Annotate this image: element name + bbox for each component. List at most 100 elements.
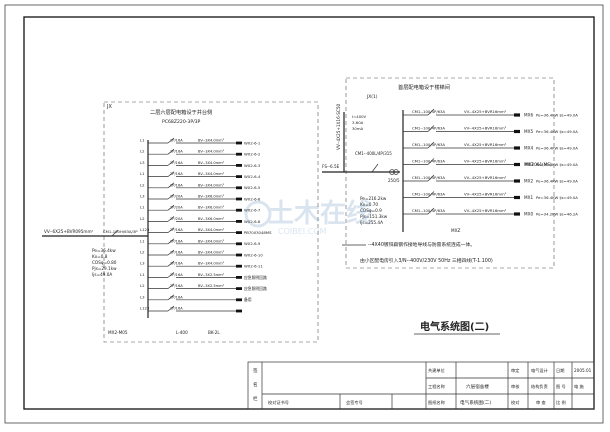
breaker-rating: 2P/16A xyxy=(170,239,183,243)
terminal-mark xyxy=(514,212,520,216)
terminal-mark xyxy=(514,195,520,200)
right-feeder-label: FS--6.5E xyxy=(322,164,340,169)
breaker-rating: 2P/16A xyxy=(170,307,183,311)
circuit-id: 备用 xyxy=(244,297,252,302)
title-block: 签 名 栏 共建单位 工程名称 图纸名称 六层宿舍楼 电气系统图(二) 审定 审… xyxy=(247,361,595,410)
load-value: Pe=36.4KW Ijs=49.0A xyxy=(536,129,578,134)
circuit-id: MX4 xyxy=(524,146,533,151)
tb-project: 六层宿舍楼 xyxy=(466,383,489,390)
terminal-mark xyxy=(236,197,242,201)
load-value: Pe=36.4KW Ijs=49.0A xyxy=(536,162,578,167)
watermark-text: 土木在线 xyxy=(268,199,372,229)
breaker-rating: CM1--100/4P/63A xyxy=(412,175,445,180)
tb-label: 校对证书号 xyxy=(268,399,289,406)
breaker-rating: CM1--100/4P/63A xyxy=(412,142,445,147)
breaker-rating: CM1--100/4P/63A xyxy=(412,192,445,197)
right-supply-param: 30mA xyxy=(352,126,364,131)
tb-sheet-no: 电 施 xyxy=(574,383,585,390)
cable-spec: VV--4X25+BVR16mm² xyxy=(464,192,507,197)
cable-spec: BV--3X6.0mm² xyxy=(198,206,225,210)
right-supply-cable: VV--4X25+1X16-SC50 xyxy=(336,104,341,150)
tb-label: 日期 xyxy=(556,368,564,374)
right-box-label: MXZ xyxy=(451,228,460,233)
tb-label: 工程名称 xyxy=(428,383,445,390)
tb-label: 校对 xyxy=(511,399,519,406)
terminal-mark xyxy=(236,298,242,302)
left-circuit-row: L123 2P/16A BV--3X4.0mm² PB7003048MS xyxy=(140,227,272,235)
phase-label: L1 xyxy=(140,272,145,277)
tb-date: 2005.01 xyxy=(574,368,592,373)
terminal-mark xyxy=(236,287,242,290)
phase-label: L1 xyxy=(140,205,145,210)
grounding-note: --4X40镀锌扁钢作接地导线与防雷系统连成一体。 xyxy=(368,241,475,248)
left-param: Kx=0.8 xyxy=(92,254,108,259)
tb-label: 电气设计 xyxy=(531,367,548,374)
terminal-mark xyxy=(236,309,242,313)
cable-spec: BV--3X4.0mm² xyxy=(198,150,225,154)
circuit-id: PB7003048MS xyxy=(244,230,272,235)
left-load-params: Pe=36.4kw Kx=0.8 COSφ=0.80 Pjs=29.1kw Ij… xyxy=(92,248,117,277)
breaker-rating: 2P/16A xyxy=(170,228,183,232)
watermark: 土木在线 COIBEI.COM xyxy=(244,199,372,236)
terminal-mark xyxy=(514,146,520,150)
terminal-mark xyxy=(236,208,242,212)
circuit-id: WX2-6-11 xyxy=(244,264,263,269)
circuit-id: WX2-6-9 xyxy=(244,241,261,246)
terminal-mark xyxy=(236,175,242,178)
terminal-mark xyxy=(514,129,520,134)
phase-label: L123 xyxy=(140,227,150,232)
left-param: Ijs=49.0A xyxy=(92,272,112,277)
drawing-title: 电气系统图(二) xyxy=(420,320,489,333)
breaker-rating: 2P/16A xyxy=(170,273,183,277)
terminal-mark xyxy=(236,242,242,246)
right-supply-param: I=400V xyxy=(352,114,367,119)
breaker-rating: 2P/16A xyxy=(170,172,183,176)
breaker-rating: CM1--100/4P/63A xyxy=(412,126,445,131)
circuit-id: WX2-6-7 xyxy=(244,208,261,213)
terminal-mark xyxy=(236,152,242,156)
breaker-rating: 2P/16A xyxy=(170,251,183,255)
breaker-rating: CM1--100/4P/63A xyxy=(412,109,445,114)
circuit-id: MX3 xyxy=(524,162,533,167)
terminal-mark xyxy=(236,141,242,145)
cable-spec: VV--4X25+BVR16mm² xyxy=(464,175,507,180)
tb-label: 审核 xyxy=(511,383,520,390)
tb-drawing-name: 电气系统图(二) xyxy=(460,399,491,406)
circuit-id: WX2-6-2 xyxy=(244,152,261,157)
phase-label: L1 xyxy=(140,238,145,243)
terminal-mark xyxy=(236,264,242,268)
right-supply-param: 3-60A xyxy=(352,120,364,125)
right-param: Kx=0.70 xyxy=(360,202,378,207)
terminal-mark xyxy=(236,164,242,167)
cable-spec: BV--3X4.0mm² xyxy=(198,139,225,143)
circuit-id: MX6 xyxy=(524,113,533,118)
right-main-switch: CM1--400L/4P/315 xyxy=(355,151,392,156)
terminal-mark xyxy=(236,186,242,190)
right-meter: 250/5 xyxy=(388,178,400,183)
watermark-sub: COIBEI.COM xyxy=(278,227,327,236)
cable-spec: BV--3X4.0mm² xyxy=(198,172,225,176)
left-dim-b: BK-2L xyxy=(208,330,220,335)
cable-spec: BV--3X4.0mm² xyxy=(198,228,225,232)
circuit-id: MX5 xyxy=(524,129,533,134)
right-mid-label: MX2001(MS) xyxy=(525,162,552,167)
circuit-id: WX2-6-3 xyxy=(244,163,261,168)
phase-label: L3 xyxy=(140,160,145,165)
breaker-rating: 2P/16A xyxy=(170,183,183,187)
left-param: COSφ=0.80 xyxy=(92,260,117,265)
load-value: Pe=36.4KW Ijs=49.0A xyxy=(536,179,578,184)
left-distribution-board: JX 二层六层配电箱设于井台侧 PC68Z220-3P/3P VV--6X25+… xyxy=(42,101,319,343)
breaker-rating: 2P/16A xyxy=(170,262,183,266)
breaker-rating: 2P/16A xyxy=(170,139,183,143)
right-board-label: JX(1) xyxy=(366,94,378,100)
cable-spec: VV--4X25+BVR16mm² xyxy=(464,159,507,164)
tb-label: 图纸名称 xyxy=(428,399,445,406)
